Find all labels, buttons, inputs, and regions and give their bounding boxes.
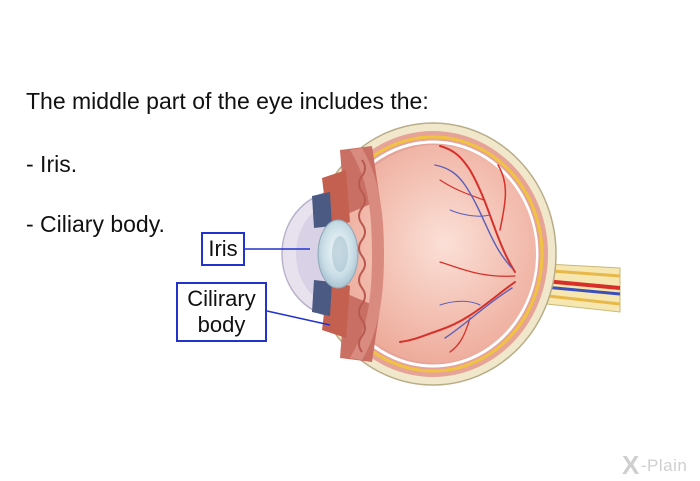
vitreous-body: [334, 145, 536, 363]
x-plain-logo-text: -Plain: [640, 456, 688, 475]
x-plain-logo-mark: X: [622, 450, 640, 480]
retinal-vessels: [399, 145, 516, 353]
ciliary-label-line1: Cilirary: [187, 286, 256, 311]
ciliary-body-label: Cilirary body: [176, 282, 267, 342]
bullet-iris: - Iris.: [26, 151, 78, 177]
ciliary-label-line2: body: [197, 312, 246, 337]
bullet-ciliary-body: - Ciliary body.: [26, 211, 165, 237]
x-plain-logo: X-Plain: [622, 450, 687, 481]
lens-nucleus: [332, 236, 348, 272]
iris: [312, 170, 350, 338]
ciliary-leader-line: [266, 310, 331, 326]
iris-label: Iris: [201, 232, 245, 266]
heading: The middle part of the eye includes the:: [26, 88, 429, 114]
ciliary-processes: [358, 159, 366, 353]
